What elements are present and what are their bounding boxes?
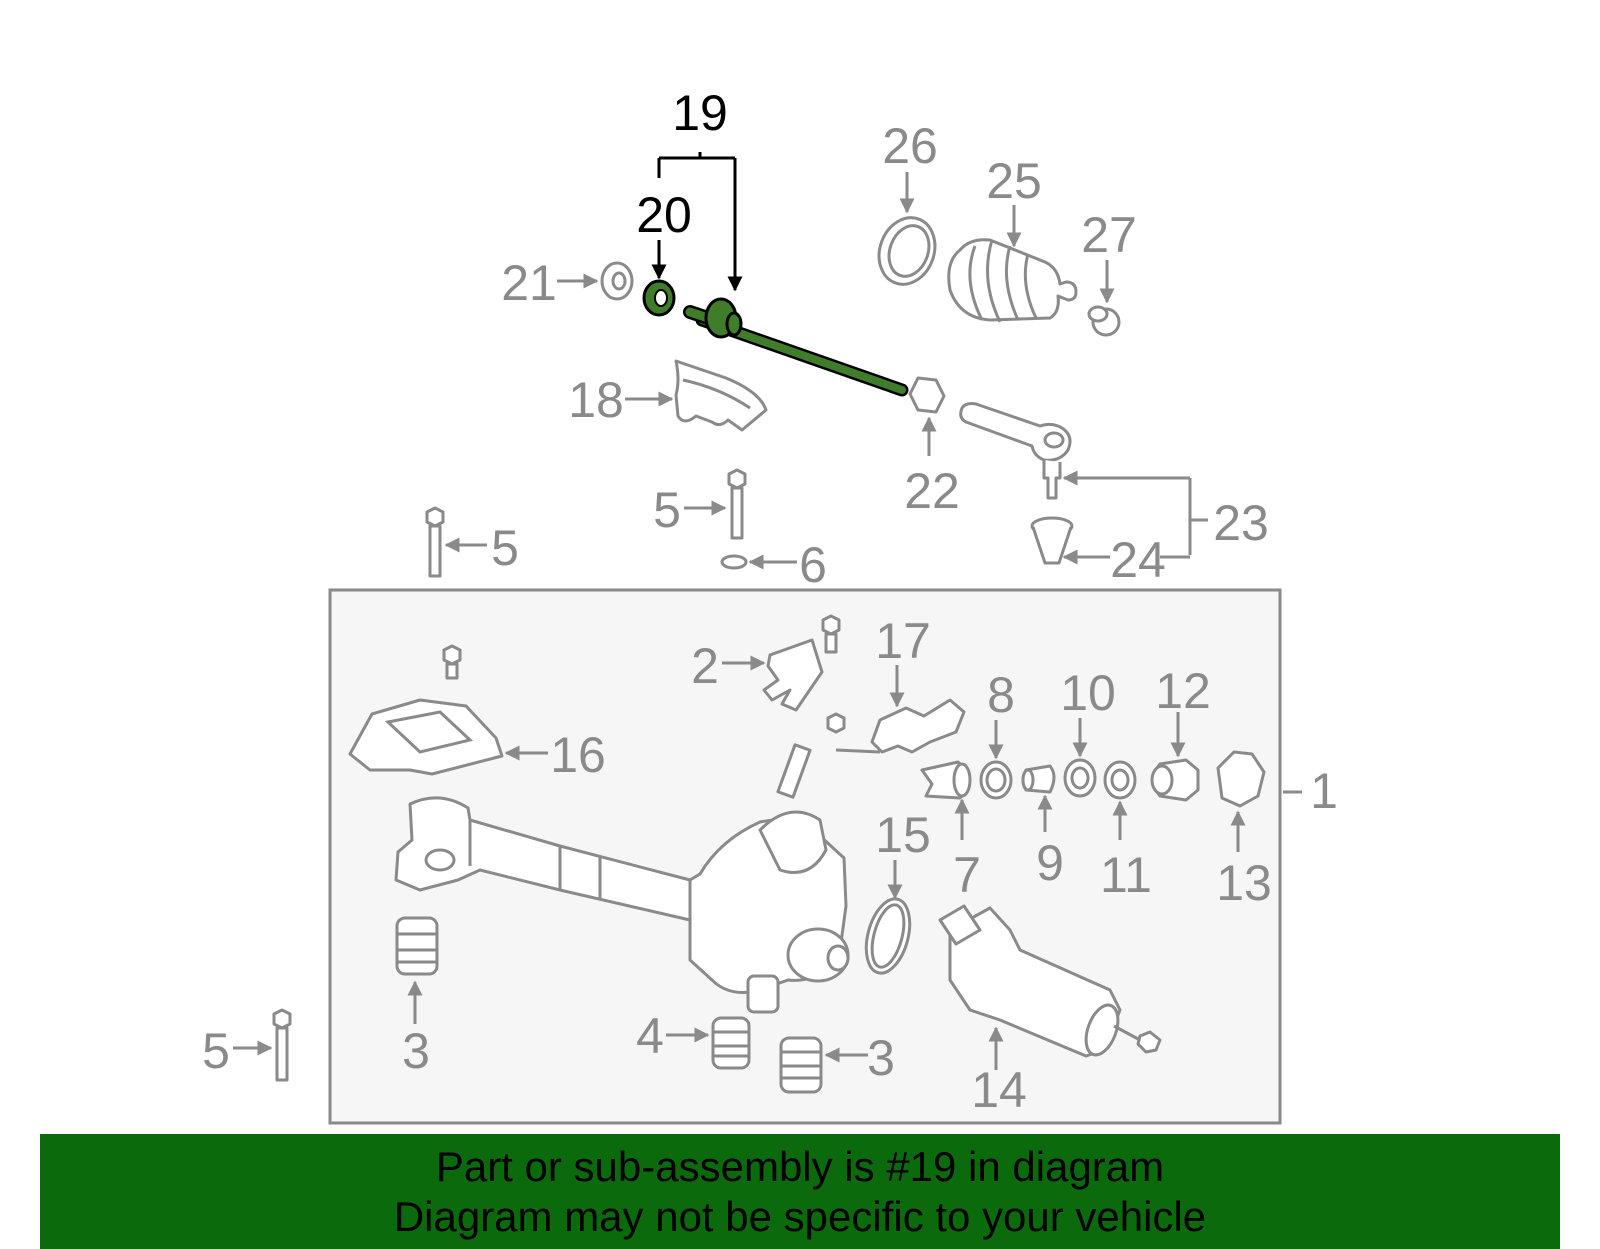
part-18-heat-shield[interactable] (674, 359, 768, 432)
callout-10: 10 (1060, 665, 1116, 721)
part-4-bushing[interactable] (711, 1016, 751, 1070)
part-5-bolt-left[interactable] (425, 506, 445, 578)
callout-6: 6 (799, 537, 827, 593)
callout-5-upper: 5 (653, 482, 681, 538)
part-27-boot-clamp[interactable] (1087, 305, 1121, 337)
part-20-washer[interactable] (642, 279, 676, 317)
footer-banner: Part or sub-assembly is #19 in diagram D… (40, 1134, 1560, 1249)
callout-13: 13 (1216, 855, 1272, 911)
part-23-tie-rod-end[interactable] (959, 402, 1072, 500)
callout-5-lower: 5 (202, 1023, 230, 1079)
part-3-bushing-left[interactable] (395, 916, 439, 976)
part-9-spring[interactable] (1021, 764, 1056, 794)
part-7-sleeve[interactable] (920, 760, 972, 800)
callout-8: 8 (987, 667, 1015, 723)
part-5-bolt-upper[interactable] (727, 468, 747, 540)
callout-27: 27 (1081, 207, 1137, 263)
part-19-inner-tie-rod[interactable] (683, 297, 909, 397)
part-21-bushing[interactable] (600, 261, 634, 301)
callout-4: 4 (636, 1008, 664, 1064)
part-3-bushing-right[interactable] (779, 1036, 823, 1094)
steering-rack-body[interactable] (394, 743, 850, 1014)
part-5-bolt-lower[interactable] (272, 1008, 292, 1082)
part-2-bracket[interactable] (762, 614, 841, 712)
part-17-harness[interactable] (826, 698, 966, 754)
leader-19 (657, 152, 735, 290)
callout-22: 22 (904, 463, 960, 519)
leader-23 (1064, 478, 1192, 555)
callout-14: 14 (971, 1062, 1027, 1118)
callout-18: 18 (568, 372, 624, 428)
callout-5-left: 5 (491, 520, 519, 576)
callout-26: 26 (882, 118, 938, 174)
callout-9: 9 (1036, 835, 1064, 891)
callout-25: 25 (986, 153, 1042, 209)
callout-3-right: 3 (867, 1030, 895, 1086)
callout-24: 24 (1110, 532, 1166, 588)
callout-7: 7 (953, 847, 981, 903)
part-8-ring[interactable] (979, 760, 1013, 800)
callout-23: 23 (1213, 495, 1269, 551)
footer-line-1: Part or sub-assembly is #19 in diagram (435, 1142, 1165, 1190)
callout-17: 17 (875, 613, 931, 669)
callout-11: 11 (1100, 847, 1152, 903)
part-26-clamp-ring[interactable] (870, 210, 944, 292)
callout-19: 19 (672, 85, 728, 141)
callout-15: 15 (875, 807, 931, 863)
part-12-adjuster[interactable] (1150, 758, 1200, 802)
part-22-jam-nut[interactable] (908, 376, 946, 414)
part-6-washer[interactable] (720, 554, 748, 570)
callout-16: 16 (550, 727, 606, 783)
callout-1: 1 (1310, 763, 1338, 819)
callout-12: 12 (1155, 663, 1211, 719)
part-14-eps-motor[interactable] (938, 904, 1162, 1059)
part-16-shield[interactable] (348, 644, 504, 776)
part-25-rack-boot[interactable] (947, 238, 1078, 323)
part-10-washer[interactable] (1063, 758, 1097, 798)
callout-2: 2 (691, 638, 719, 694)
callout-3-left: 3 (402, 1023, 430, 1079)
callout-21: 21 (501, 255, 557, 311)
part-11-ring[interactable] (1103, 760, 1137, 800)
part-13-lock-nut[interactable] (1216, 750, 1266, 808)
callout-20: 20 (636, 187, 692, 243)
part-24-dust-seal[interactable] (1030, 516, 1074, 565)
footer-line-2: Diagram may not be specific to your vehi… (393, 1192, 1207, 1240)
